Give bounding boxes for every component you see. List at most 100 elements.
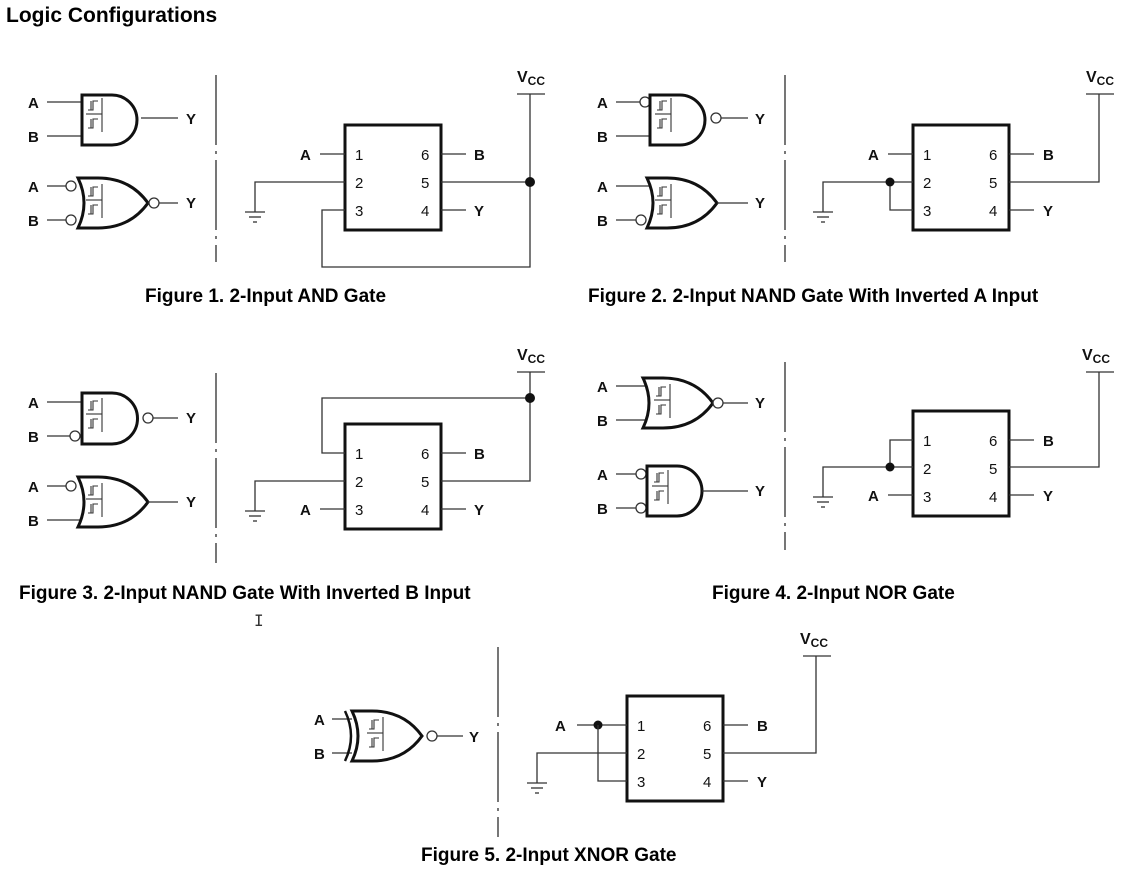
pin-1-label: 1 [355,147,363,164]
vcc-label: VCC [1086,69,1114,88]
chip-input-a-label: A [555,718,566,735]
pin-5-label: 5 [989,461,997,478]
ground-icon [244,211,266,223]
input-a-label: A [314,712,325,729]
input-a-label: A [597,95,608,112]
pin-1-label: 1 [923,147,931,164]
pin-1-label: 1 [637,718,645,735]
pin-2-label: 2 [355,474,363,491]
input-a-label: A [28,395,39,412]
input-a-label: A [28,479,39,496]
input-a-label: A [597,179,608,196]
figure-1: A B Y A B Y 1 2 3 6 5 4 [28,69,545,307]
figure-3: A B Y A B Y 1 2 3 6 5 4 A [19,347,545,604]
chip-schematic: 1 2 3 6 5 4 A VCC B Y [526,631,831,803]
chip-input-a-label: A [300,147,311,164]
nor-gate-symbol: A B Y [597,376,765,430]
pin-6-label: 6 [421,446,429,463]
pin-4-label: 4 [421,502,429,519]
pin-6-label: 6 [989,147,997,164]
pin-4-label: 4 [421,203,429,220]
vcc-label: VCC [517,347,545,366]
ground-icon [812,496,834,508]
chip-input-a-label: A [300,502,311,519]
input-a-label: A [28,95,39,112]
input-b-label: B [597,213,608,230]
pin-5-label: 5 [703,746,711,763]
chip-input-a-label: A [868,147,879,164]
pin-3-label: 3 [355,203,363,220]
xnor-gate-symbol: A B Y [314,709,479,763]
pin-4-label: 4 [703,774,711,791]
figure-caption: Figure 5. 2-Input XNOR Gate [421,845,676,866]
chip-output-y-label: Y [1043,203,1053,220]
chip-input-b-label: B [1043,147,1054,164]
chip-output-y-label: Y [1043,488,1053,505]
or-gate-inverted-b-symbol: A B Y [597,176,765,230]
or-gate-inverted-a-symbol: A B Y [28,475,196,530]
pin-3-label: 3 [637,774,645,791]
vcc-label: VCC [1082,347,1110,366]
output-y-label: Y [755,195,765,212]
vcc-label: VCC [517,69,545,88]
figure-caption: Figure 4. 2-Input NOR Gate [712,583,955,604]
output-y-label: Y [755,111,765,128]
chip-schematic: 1 2 3 6 5 4 A VCC B Y [244,69,545,268]
chip-schematic: 1 2 3 6 5 4 A VCC B Y [244,347,545,531]
chip-input-b-label: B [474,147,485,164]
output-y-label: Y [755,395,765,412]
input-b-label: B [597,413,608,430]
ground-icon [526,782,548,794]
output-y-label: Y [186,195,196,212]
chip-output-y-label: Y [474,502,484,519]
pin-1-label: 1 [355,446,363,463]
pin-2-label: 2 [637,746,645,763]
pin-2-label: 2 [923,461,931,478]
chip-schematic: 1 2 3 6 5 4 A VCC B Y [812,69,1114,232]
input-b-label: B [597,129,608,146]
pin-5-label: 5 [421,474,429,491]
junction-dot [525,177,535,187]
figure-2: A B Y A B Y 1 2 3 6 5 4 A [588,69,1114,307]
input-b-label: B [28,513,39,530]
output-y-label: Y [755,483,765,500]
pin-4-label: 4 [989,489,997,506]
page-title: Logic Configurations [6,4,218,27]
chip-input-b-label: B [757,718,768,735]
pin-6-label: 6 [989,433,997,450]
output-y-label: Y [186,410,196,427]
chip-output-y-label: Y [757,774,767,791]
nor-gate-inverted-inputs-symbol: A B Y [28,176,196,230]
pin-2-label: 2 [355,175,363,192]
pin-5-label: 5 [421,175,429,192]
output-y-label: Y [469,729,479,746]
chip-schematic: 1 2 3 6 5 4 A VCC B Y [812,347,1114,518]
input-a-label: A [597,467,608,484]
input-b-label: B [28,429,39,446]
input-b-label: B [597,501,608,518]
text-cursor-icon: I [254,611,264,630]
figure-caption: Figure 2. 2-Input NAND Gate With Inverte… [588,286,1039,307]
output-y-label: Y [186,494,196,511]
pin-5-label: 5 [989,175,997,192]
pin-4-label: 4 [989,203,997,220]
figure-caption: Figure 3. 2-Input NAND Gate With Inverte… [19,583,471,604]
pin-3-label: 3 [923,489,931,506]
chip-output-y-label: Y [474,203,484,220]
pin-3-label: 3 [355,502,363,519]
ground-icon [244,510,266,522]
vcc-label: VCC [800,631,828,650]
input-b-label: B [28,213,39,230]
and-gate-inverted-inputs-symbol: A B Y [597,464,765,518]
chip-input-b-label: B [474,446,485,463]
pin-2-label: 2 [923,175,931,192]
junction-dot [525,393,535,403]
output-y-label: Y [186,111,196,128]
chip-input-a-label: A [868,488,879,505]
pin-6-label: 6 [421,147,429,164]
ground-icon [812,211,834,223]
pin-6-label: 6 [703,718,711,735]
figure-5: A B Y 1 2 3 6 5 4 A VCC B Y Figure [314,631,831,866]
pin-3-label: 3 [923,203,931,220]
